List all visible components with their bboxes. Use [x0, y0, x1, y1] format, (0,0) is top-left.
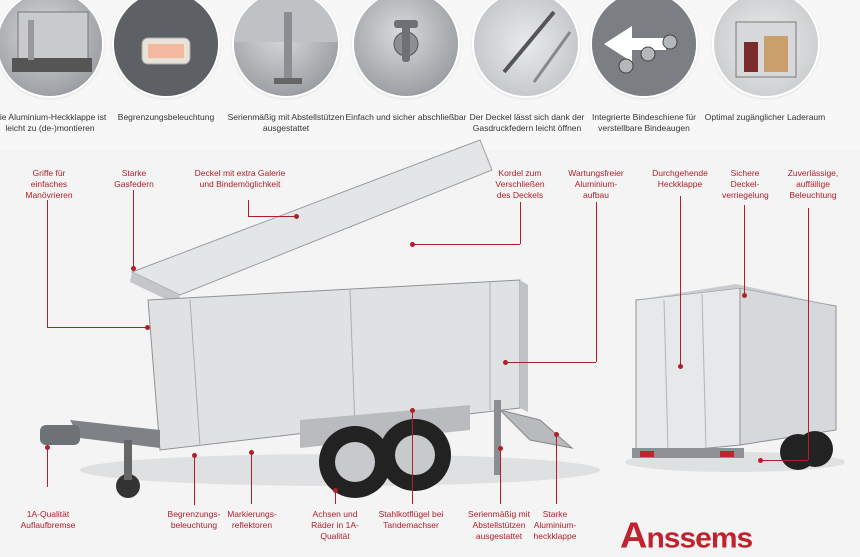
- callout-rear-gate: Starke Aluminium-heckklappe: [533, 509, 577, 541]
- callout-line: [596, 202, 597, 362]
- callout-dot: [503, 360, 508, 365]
- callout-support-legs: Serienmäßig mit Abstellstützen ausgestat…: [468, 509, 530, 541]
- callout-dot: [678, 364, 683, 369]
- callout-line: [500, 448, 501, 504]
- callout-marker-lights: Begrenzungs-beleuchtung: [167, 509, 221, 530]
- brand-logo: Anssems: [620, 516, 753, 556]
- callout-line: [505, 362, 596, 363]
- callout-handles: Griffe für einfaches Manövrieren: [25, 168, 73, 200]
- callout-gas-springs: Starke Gasfedern: [114, 168, 154, 189]
- callout-dot: [145, 325, 150, 330]
- lock-handle-photo: [354, 0, 458, 96]
- callout-aluminium-body: Wartungsfreier Aluminium-aufbau: [568, 168, 624, 200]
- callout-line: [248, 200, 249, 216]
- callout-line: [556, 434, 557, 504]
- callout-dot: [333, 488, 338, 493]
- callout-dot: [554, 432, 559, 437]
- feature-strip: Die Aluminium-Heckklappe ist leicht zu (…: [0, 0, 860, 150]
- callout-line: [251, 452, 252, 504]
- callout-lid-lock: Sichere Deckel-verriegelung: [722, 168, 769, 200]
- callout-dot: [45, 445, 50, 450]
- callout-line: [412, 244, 520, 245]
- callout-line: [47, 447, 48, 487]
- callout-cord: Kordel zum Verschließen des Deckels: [495, 168, 545, 200]
- callout-mudguards: Stahlkotflügel bei Tandemachser: [378, 509, 444, 530]
- callout-dot: [498, 446, 503, 451]
- marker-light-photo: [114, 0, 218, 96]
- callout-dot: [742, 293, 747, 298]
- callout-line: [680, 196, 681, 366]
- callout-brake: 1A-Qualität Auflaufbremse: [20, 509, 76, 530]
- feature-caption-5: Der Deckel lässt sich dank der Gasdruckf…: [469, 112, 585, 133]
- callout-line: [47, 327, 147, 328]
- callout-line: [744, 205, 745, 295]
- callout-line: [335, 490, 336, 504]
- callout-line: [248, 216, 296, 217]
- callout-dot: [249, 450, 254, 455]
- callout-dot: [192, 453, 197, 458]
- callout-dot: [410, 408, 415, 413]
- tailgate-detail-photo: [0, 0, 102, 96]
- callout-tailgate: Durchgehende Heckklappe: [652, 168, 708, 189]
- feature-caption-6: Integrierte Bindeschiene für verstellbar…: [592, 112, 696, 133]
- callout-line: [760, 460, 808, 461]
- callout-axles-wheels: Achsen und Räder in 1A-Qualität: [311, 509, 359, 541]
- callout-lid-gallery: Deckel mit extra Galerie und Bindemöglic…: [194, 168, 286, 189]
- callout-line: [412, 410, 413, 504]
- callout-dot: [758, 458, 763, 463]
- callout-reflectors: Markierungs-reflektoren: [227, 509, 277, 530]
- callout-line: [194, 455, 195, 505]
- tie-rail-photo: [592, 0, 696, 96]
- callout-line: [808, 208, 809, 460]
- gas-spring-photo: [474, 0, 578, 96]
- callout-lighting: Zuverlässige, auffällige Beleuchtung: [787, 168, 839, 200]
- feature-caption-3: Serienmäßig mit Abstellstützen ausgestat…: [227, 112, 345, 133]
- feature-caption-1: Die Aluminium-Heckklappe ist leicht zu (…: [0, 112, 107, 133]
- callout-line: [47, 200, 48, 328]
- callout-line: [133, 190, 134, 268]
- callout-dot: [131, 266, 136, 271]
- callout-dot: [410, 242, 415, 247]
- feature-caption-7: Optimal zugänglicher Laderaum: [704, 112, 826, 122]
- callout-dot: [294, 214, 299, 219]
- callout-line: [520, 202, 521, 244]
- support-leg-photo: [234, 0, 338, 96]
- feature-caption-4: Einfach und sicher abschließbar: [345, 112, 467, 122]
- cargo-space-photo: [714, 0, 818, 96]
- feature-caption-2: Begrenzungsbeleuchtung: [117, 112, 215, 122]
